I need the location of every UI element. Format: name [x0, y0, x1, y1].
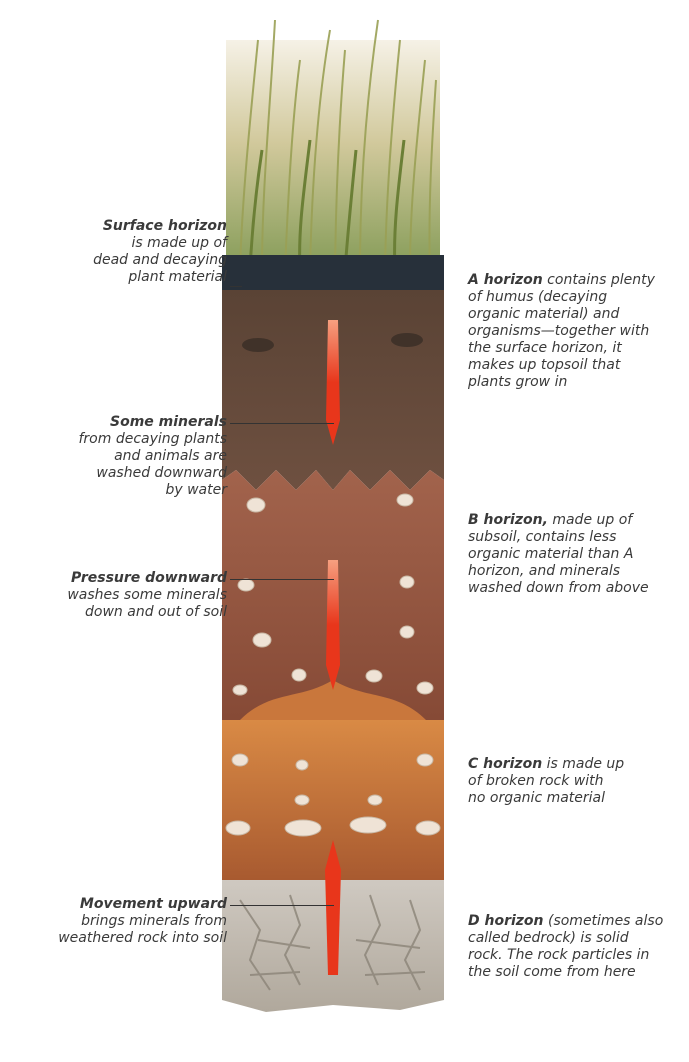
label-d-horizon: D horizon (sometimes also called bedrock… [468, 913, 663, 981]
leader-line-upward [230, 905, 334, 906]
leader-line-minerals [230, 423, 334, 424]
grass-layer [226, 20, 440, 270]
label-pressure-downward: Pressure downward washes some minerals d… [67, 570, 227, 621]
label-b-horizon: B horizon, made up of subsoil, contains … [468, 512, 649, 597]
label-a-horizon: A horizon contains plenty of humus (deca… [468, 272, 655, 391]
label-c-horizon: C horizon is made up of broken rock with… [468, 756, 624, 807]
label-surface-horizon: Surface horizon is made up of dead and d… [93, 218, 227, 286]
leader-line-pressure [230, 579, 334, 580]
downward-arrow-a [326, 320, 340, 445]
label-some-minerals: Some minerals from decaying plants and a… [78, 414, 227, 499]
leader-line-surface [230, 286, 242, 287]
label-movement-upward: Movement upward brings minerals from wea… [58, 896, 227, 947]
